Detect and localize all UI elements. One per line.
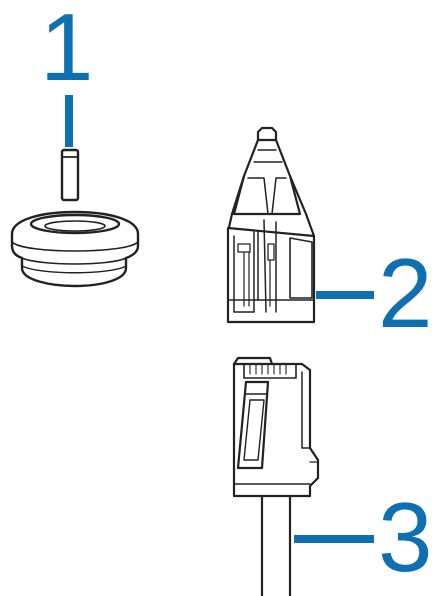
callout-number-2: 2 xyxy=(378,244,433,342)
callout-number-3: 3 xyxy=(378,488,433,586)
callout-number-1: 1 xyxy=(40,0,93,96)
leader-line-1 xyxy=(65,95,73,147)
leader-line-3 xyxy=(294,535,374,543)
part-1-grommet-with-pin xyxy=(12,150,138,286)
part-3-rj45-plug xyxy=(234,358,318,596)
leader-line-2 xyxy=(316,291,374,299)
part-2-cable-clamp xyxy=(228,128,314,322)
